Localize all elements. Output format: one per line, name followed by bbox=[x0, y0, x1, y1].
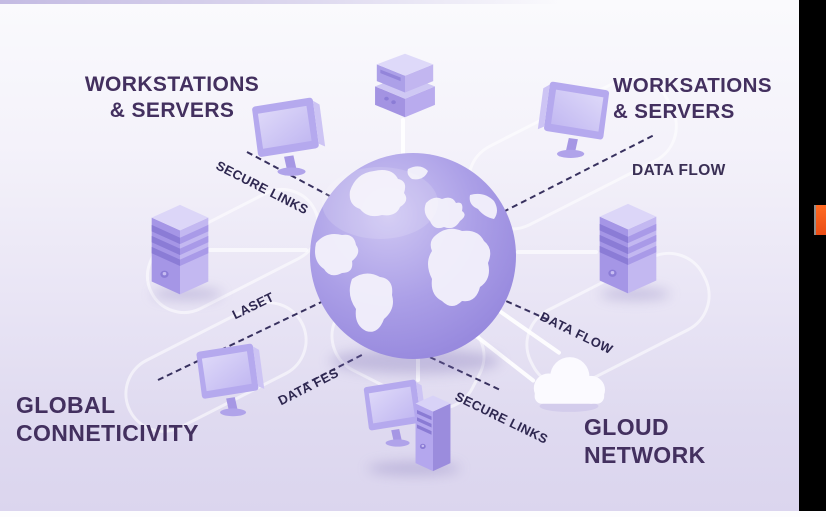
connector-line bbox=[516, 250, 598, 254]
orange-marker bbox=[814, 205, 826, 235]
top-accent-band bbox=[0, 0, 560, 4]
link-label-data-flow-top: DATA FLOW bbox=[632, 162, 726, 179]
pc-tower-icon bbox=[410, 394, 456, 474]
server-tower-icon bbox=[596, 202, 660, 297]
monitor-icon bbox=[243, 96, 327, 182]
device-shadow bbox=[152, 288, 222, 300]
heading-line: NETWORK bbox=[584, 442, 706, 468]
globe-icon bbox=[308, 151, 518, 361]
heading-top-left: WORKSTATIONS & SERVERS bbox=[58, 72, 286, 124]
heading-line: GLOBAL bbox=[16, 392, 116, 418]
heading-bottom-left: GLOBAL CONNETICIVITY bbox=[16, 391, 199, 447]
connector-line bbox=[416, 342, 420, 382]
heading-line: & SERVERS bbox=[109, 99, 235, 122]
heading-bottom-right: GLOUD NETWORK bbox=[584, 413, 706, 469]
right-black-strip bbox=[799, 0, 826, 513]
bottom-white-strip bbox=[0, 511, 826, 517]
heading-line: CONNETICIVITY bbox=[16, 420, 199, 446]
heading-line: WORKSATIONS bbox=[613, 74, 772, 97]
connector-line bbox=[401, 118, 405, 176]
storage-stack-icon bbox=[365, 52, 445, 126]
connector-line bbox=[208, 248, 308, 252]
heading-top-right: WORKSATIONS & SERVERS bbox=[613, 73, 793, 125]
monitor-icon bbox=[188, 340, 266, 424]
server-tower-icon bbox=[148, 203, 212, 298]
heading-line: & SERVERS bbox=[613, 100, 735, 123]
cloud-icon bbox=[524, 344, 614, 416]
device-shadow bbox=[600, 288, 670, 300]
monitor-icon bbox=[536, 80, 618, 164]
heading-line: WORKSTATIONS bbox=[84, 73, 260, 96]
heading-line: GLOUD bbox=[584, 414, 670, 440]
